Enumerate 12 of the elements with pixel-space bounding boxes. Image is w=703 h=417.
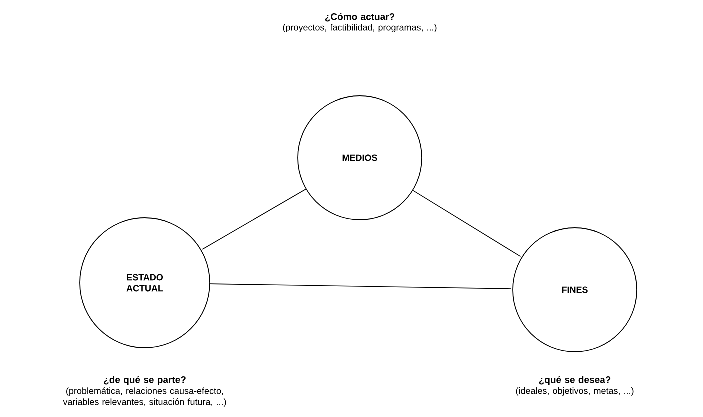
circle-node: ESTADO ACTUAL <box>80 218 210 348</box>
description-text: (proyectos, factibilidad, programas, ...) <box>283 24 437 33</box>
description-text: (ideales, objetivos, metas, ...) <box>516 388 634 396</box>
connector-line <box>210 284 512 290</box>
circle-node: FINES <box>512 228 638 352</box>
circle-node: MEDIOS <box>298 96 422 220</box>
connector-line <box>412 190 522 258</box>
description-text: (problemática, relaciones causa-efecto, variables relevantes, situación futura, ...) <box>63 388 226 408</box>
connector-line <box>202 188 306 250</box>
question-heading: ¿de qué se parte? <box>104 376 186 386</box>
question-heading: ¿qué se desea? <box>539 376 611 386</box>
question-heading: ¿Cómo actuar? <box>325 13 395 22</box>
